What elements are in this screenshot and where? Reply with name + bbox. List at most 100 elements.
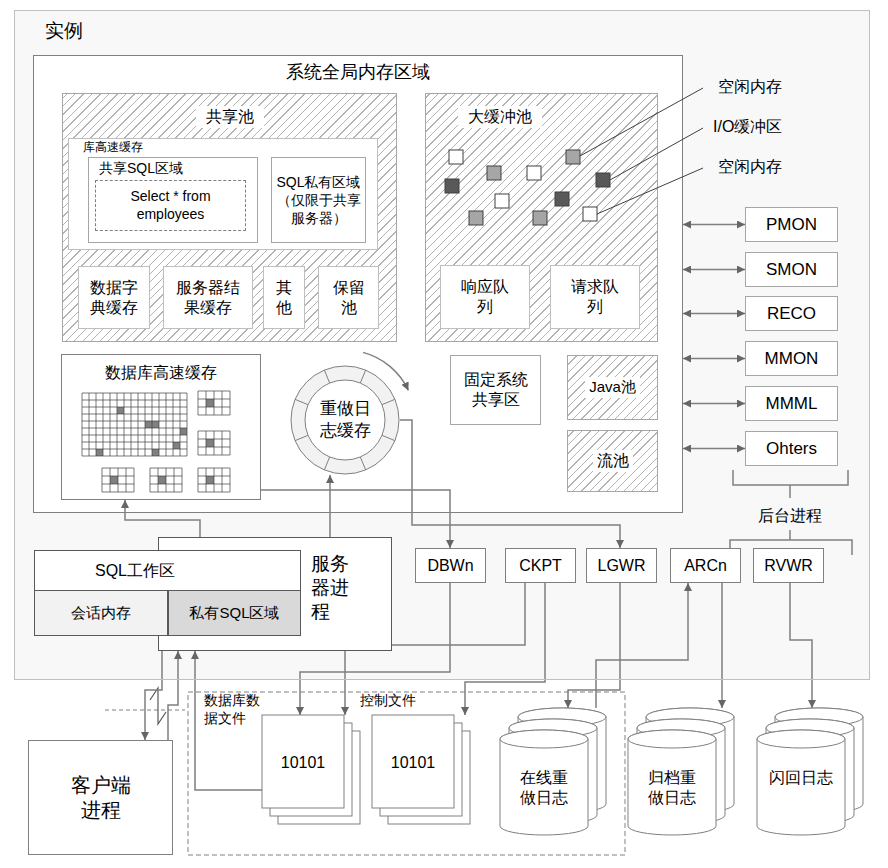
connector bbox=[683, 313, 745, 315]
node-text: 系统全局内存区域 bbox=[34, 56, 682, 84]
data-files: 数据库数据文件10101 bbox=[262, 715, 362, 825]
client-process: 客户端进程 bbox=[28, 740, 173, 855]
node-text: 共享SQL区域 bbox=[89, 158, 257, 178]
connector bbox=[568, 583, 620, 708]
label-holder: I/O缓冲区 bbox=[713, 117, 782, 137]
node-text: 归档重做日志 bbox=[628, 768, 716, 808]
cache-box: 保留池 bbox=[318, 266, 379, 329]
process-box: ARCn bbox=[670, 548, 741, 583]
shared-pool: 共享池库高速缓存共享SQL区域 Select * from employees SQ… bbox=[62, 93, 397, 342]
process-box: PMON bbox=[745, 207, 838, 242]
node-text: 会话内存 bbox=[71, 604, 131, 623]
node-text: 数据字典缓存 bbox=[79, 278, 149, 318]
node-text: 流池 bbox=[593, 450, 633, 472]
sga-region: 系统全局内存区域共享池库高速缓存共享SQL区域 Select * from emp… bbox=[33, 55, 683, 513]
annotation-label: 空闲内存 bbox=[718, 157, 782, 177]
connector bbox=[683, 358, 745, 360]
process-box: MMON bbox=[745, 341, 838, 376]
connector bbox=[683, 448, 745, 450]
node-text: 在线重做日志 bbox=[500, 768, 588, 808]
group-bracket bbox=[730, 470, 852, 555]
node-text: CKPT bbox=[519, 556, 562, 576]
node-text: ARCn bbox=[684, 556, 727, 576]
log-cylinder: 归档重做日志 bbox=[628, 708, 734, 835]
node-text: RVWR bbox=[764, 556, 813, 576]
node-text: Java池 bbox=[585, 377, 640, 398]
region-fills bbox=[14, 10, 870, 680]
node-text: 数据库数据文件 bbox=[204, 691, 260, 727]
node-text: 服务器结果缓存 bbox=[164, 278, 252, 318]
process-box: CKPT bbox=[505, 548, 576, 583]
fixed-sga-box: 固定系统共享区 bbox=[450, 355, 541, 425]
node-text: 保留池 bbox=[319, 278, 378, 318]
large-pool: 大缓冲池响应队列请求队列 bbox=[425, 93, 658, 342]
process-box: RVWR bbox=[753, 548, 824, 583]
node-text: 库高速缓存 bbox=[69, 139, 377, 155]
node-text: 实例 bbox=[15, 11, 869, 43]
node-text: 服务器进程 bbox=[311, 552, 351, 623]
node-text: 10101 bbox=[262, 753, 344, 773]
node-text: LGWR bbox=[598, 556, 646, 576]
connector bbox=[683, 224, 745, 226]
node-text: 客户端进程 bbox=[29, 773, 172, 823]
node-text: 10101 bbox=[372, 753, 454, 773]
log-cylinder: 在线重做日志 bbox=[500, 708, 606, 835]
label-holder: 后台进程 bbox=[758, 506, 822, 526]
instance-box: 实例系统全局内存区域共享池库高速缓存共享SQL区域 Select * from e… bbox=[14, 10, 870, 680]
node-text: PMON bbox=[766, 214, 817, 235]
connector bbox=[596, 583, 688, 708]
annotation-label: 后台进程 bbox=[758, 506, 822, 526]
cache-box: 其他 bbox=[263, 266, 305, 329]
shared-sql-area: 共享SQL区域 Select * from employees bbox=[88, 157, 258, 243]
node-text: 其他 bbox=[264, 278, 304, 318]
connector bbox=[125, 500, 200, 537]
connector bbox=[168, 651, 178, 740]
session-memory: 会话内存 bbox=[34, 590, 168, 636]
process-box: RECO bbox=[745, 296, 838, 331]
queue-box: 响应队列 bbox=[440, 265, 530, 329]
node-text: 共享池 bbox=[196, 106, 264, 128]
log-cylinder: 闪回日志 bbox=[757, 708, 863, 835]
node-text: 控制文件 bbox=[360, 691, 472, 709]
network-symbol bbox=[150, 688, 166, 724]
node-text: Ohters bbox=[766, 438, 817, 459]
process-box: Ohters bbox=[745, 431, 838, 466]
queue-box: 请求队列 bbox=[550, 265, 640, 329]
connector bbox=[145, 651, 162, 740]
storage-group-box bbox=[188, 692, 625, 855]
connector bbox=[721, 583, 723, 708]
process-box: DBWn bbox=[415, 548, 486, 583]
node-text: SQL私有区域（仅限于共享服务器） bbox=[272, 173, 365, 228]
java-pool: Java池 bbox=[567, 355, 658, 420]
node-text: SMON bbox=[766, 259, 817, 280]
label-holder: 空闲内存 bbox=[718, 157, 782, 177]
control-files: 控制文件10101 bbox=[372, 715, 472, 825]
process-box: LGWR bbox=[586, 548, 657, 583]
annotation-label: I/O缓冲区 bbox=[713, 117, 782, 137]
node-text: 大缓冲池 bbox=[458, 106, 542, 128]
node-text: Select * from employees bbox=[96, 188, 245, 223]
private-sql-area: 私有SQL区域 bbox=[168, 590, 301, 636]
label-holder: 空闲内存 bbox=[718, 77, 782, 97]
node-text: 私有SQL区域 bbox=[189, 604, 279, 623]
node-text: SQL工作区 bbox=[35, 551, 300, 581]
streams-pool: 流池 bbox=[567, 430, 658, 492]
node-text: 响应队列 bbox=[441, 277, 529, 317]
cache-box: 数据字典缓存 bbox=[78, 266, 150, 329]
library-cache: 库高速缓存共享SQL区域 Select * from employees SQL私有… bbox=[68, 138, 378, 250]
connector bbox=[683, 269, 745, 271]
node-text: RECO bbox=[767, 303, 816, 324]
annotation-label: 空闲内存 bbox=[718, 77, 782, 97]
node-text: DBWn bbox=[427, 556, 473, 576]
process-box: SMON bbox=[745, 252, 838, 287]
redo-ring bbox=[290, 365, 400, 475]
node-text: 重做日志缓存 bbox=[318, 398, 372, 442]
connector bbox=[465, 583, 545, 715]
node-text: 闪回日志 bbox=[757, 768, 845, 788]
sql-work-area: SQL工作区会话内存 私有SQL区域 bbox=[34, 550, 301, 636]
node-text: 请求队列 bbox=[551, 277, 639, 317]
connector bbox=[329, 475, 331, 537]
cache-box: 服务器结果缓存 bbox=[163, 266, 253, 329]
node-text: MMON bbox=[765, 348, 819, 369]
